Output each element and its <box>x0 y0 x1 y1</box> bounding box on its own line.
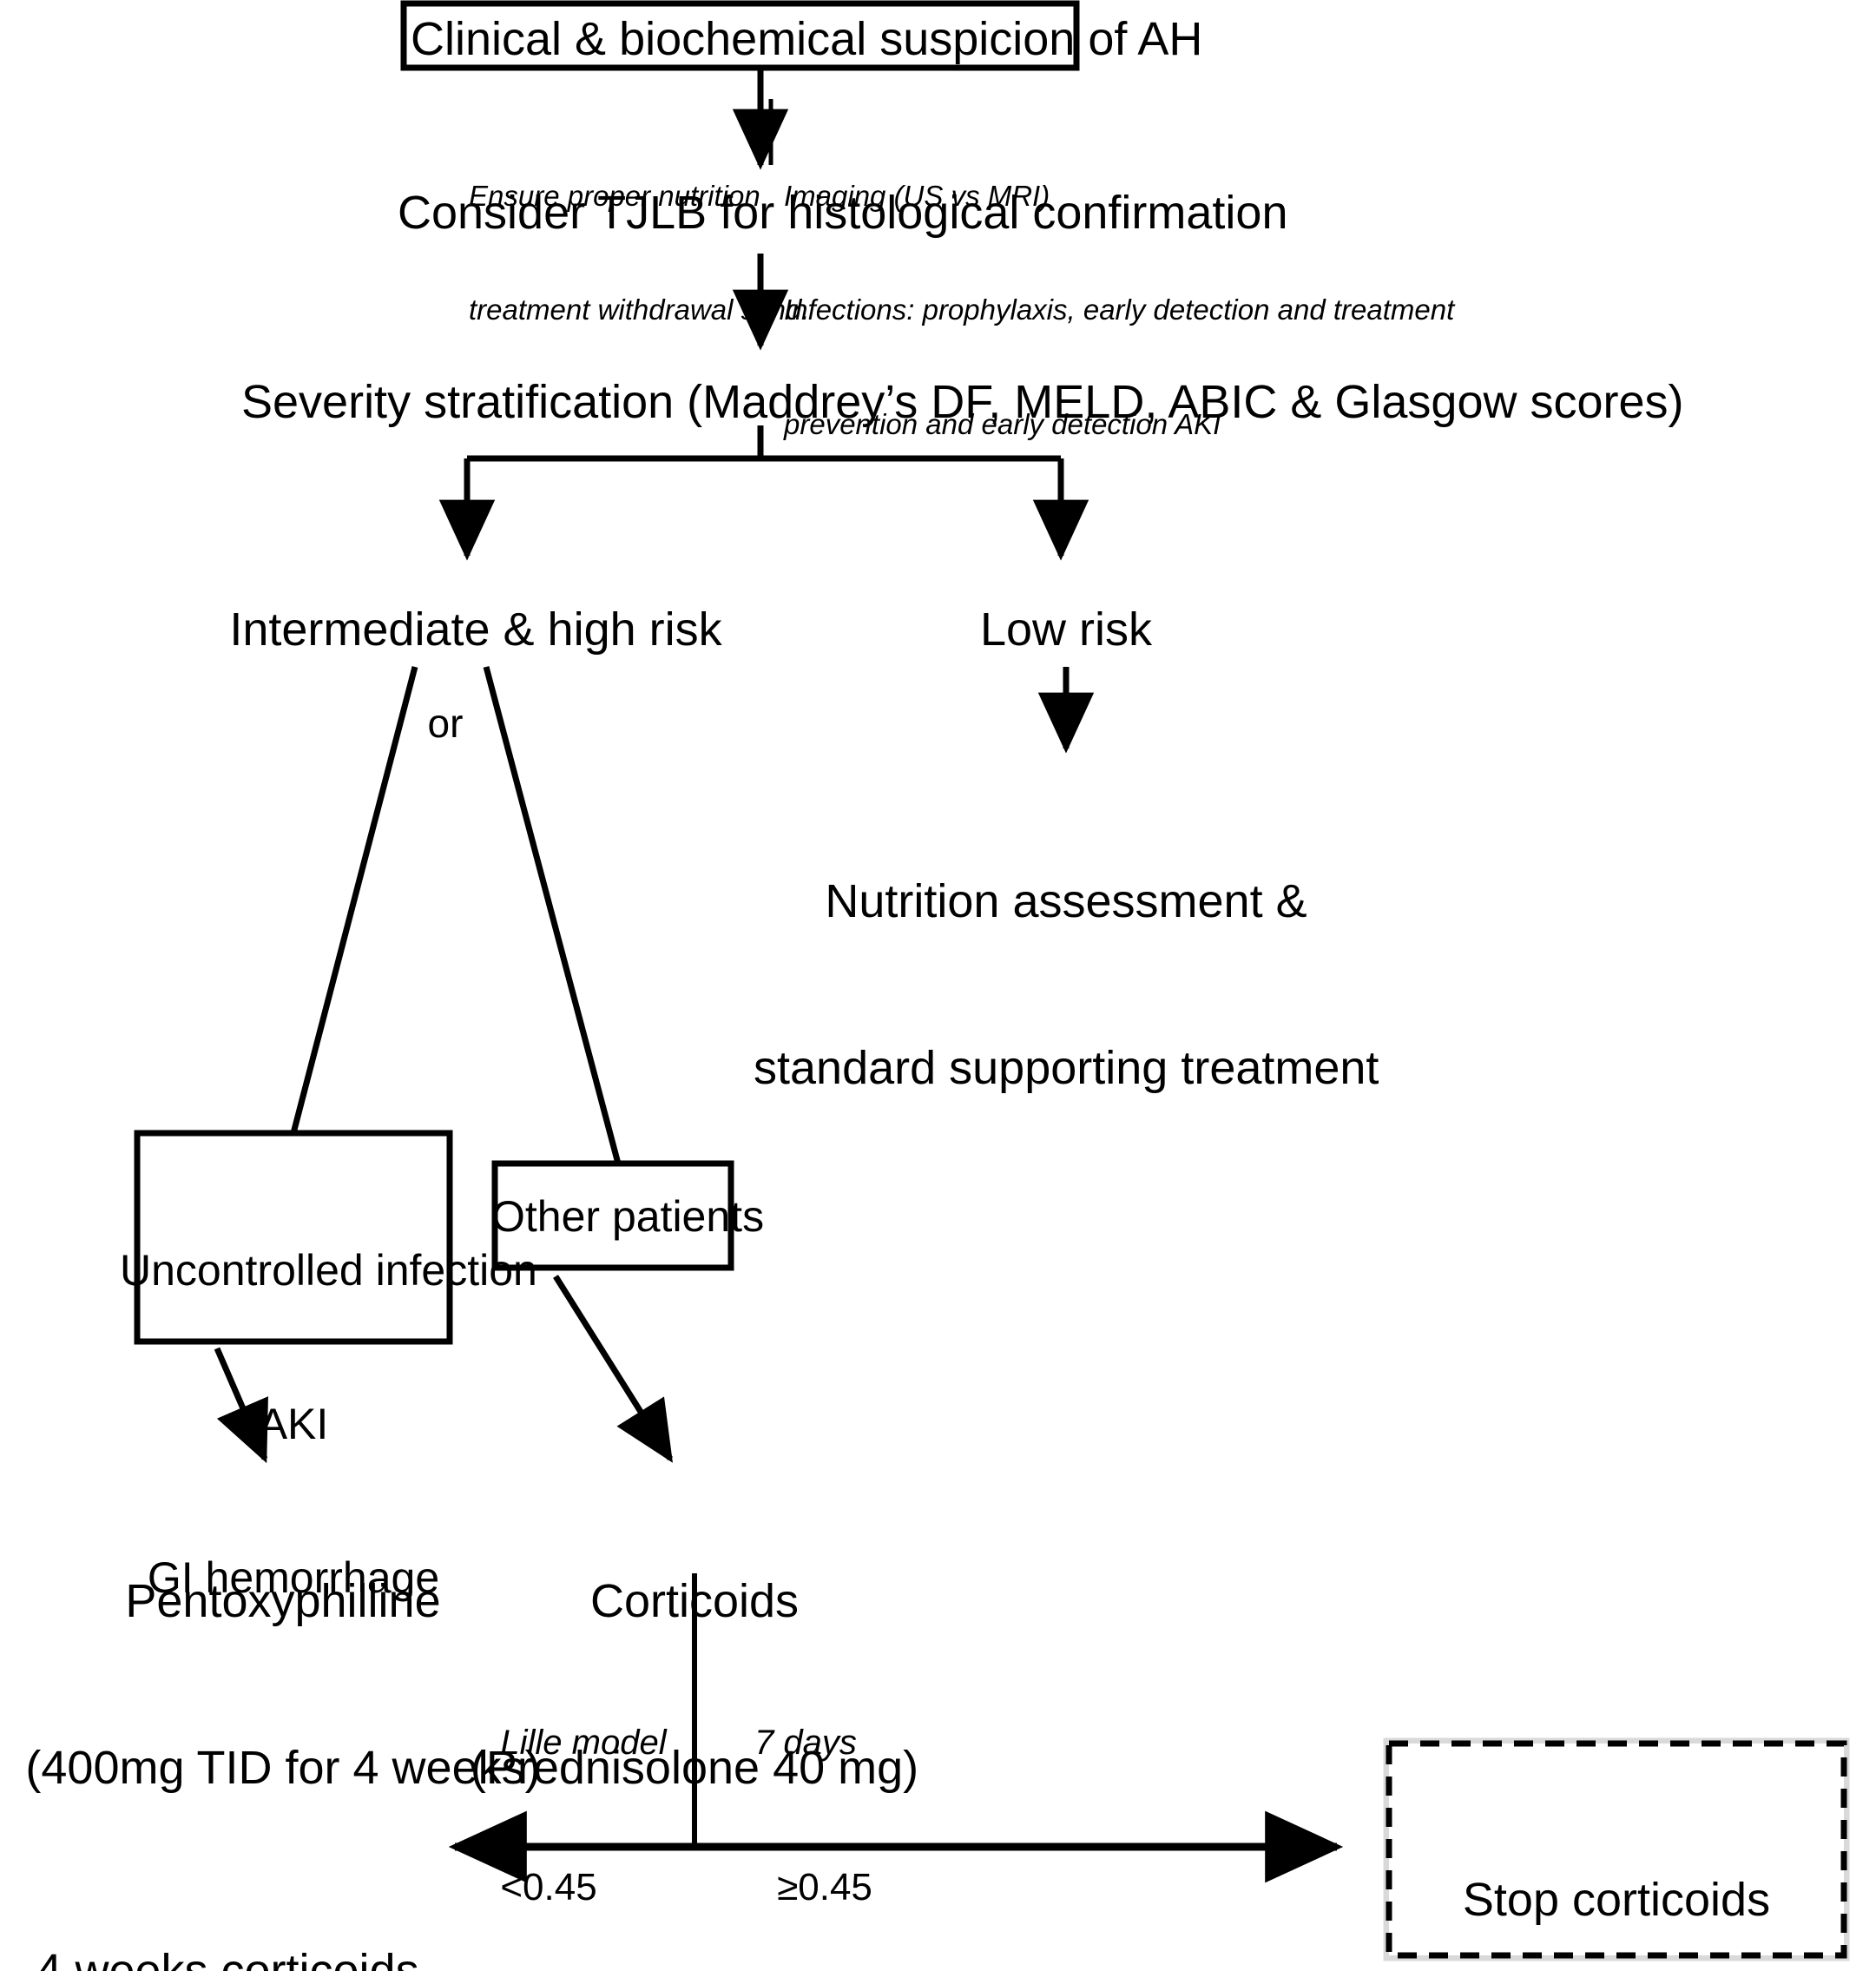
annotation-left-line-1: Ensure proper nutrition <box>469 179 760 212</box>
edge-other-patients-to-corticoids <box>553 1275 673 1463</box>
nutrition-line-2: standard supporting treatment <box>754 1041 1379 1094</box>
corticoids-label: Corticoids (Prednisolone 40 mg) <box>434 1464 955 1907</box>
pentoxyphilline-line-1: Pentoxyphilline <box>125 1575 441 1628</box>
continue-corticoids-label: 4 weeks corticoids followed by a 2 week … <box>0 1834 488 1971</box>
stop-corticoids-label: Stop corticoids clinical trials OLT? <box>1408 1763 1825 1971</box>
or-connector-label: or <box>427 701 464 746</box>
other-patients-label: Other patients <box>491 1192 765 1241</box>
nutrition-line-1: Nutrition assessment & <box>825 875 1307 928</box>
high-risk-label: Intermediate & high risk <box>229 603 722 656</box>
contraindications-label: Uncontrolled infection AKI GI hemorrhage <box>120 1143 537 1706</box>
stratification-label: Severity stratification (Maddrey’s DF, M… <box>241 376 1684 428</box>
contraindications-line-1: Uncontrolled infection <box>120 1246 537 1295</box>
start-box-outline <box>400 0 1080 71</box>
continue-corticoids-line-1: 4 weeks corticoids <box>0 1944 488 1971</box>
biopsy-label: Consider TJLB for histological confirmat… <box>398 187 1288 239</box>
lille-left-value: <0.45 <box>500 1866 597 1908</box>
nutrition-label: Nutrition assessment & standard supporti… <box>754 764 1379 1207</box>
annotation-left: Ensure proper nutrition treatment withdr… <box>469 101 810 405</box>
start-box-label: Clinical & biochemical suspicion of AH <box>411 13 1203 65</box>
annotation-right-line-1: Imaging (US vs MRI) <box>784 179 1050 212</box>
corticoids-line-1: Corticoids <box>589 1575 800 1628</box>
annotation-right-line-2: Infections: prophylaxis, early detection… <box>784 293 1455 326</box>
contraindications-line-3: GI hemorrhage <box>147 1553 440 1602</box>
stop-corticoids-box-outline <box>1386 1740 1847 1959</box>
pentoxyphilline-line-2: (400mg TID for 4 weeks) <box>25 1741 541 1794</box>
lille-time-label: 7 days <box>754 1724 857 1762</box>
annotation-right: Imaging (US vs MRI) Infections: prophyla… <box>784 101 1455 520</box>
contraindications-line-2: AKI <box>258 1400 329 1448</box>
pentoxyphilline-label: Pentoxyphilline (400mg TID for 4 weeks) <box>14 1464 552 1907</box>
lille-model-label: Lille model <box>500 1724 667 1762</box>
annotation-left-line-2: treatment withdrawal synd. <box>469 293 810 326</box>
edge-high-risk-right-fork <box>483 666 622 1164</box>
low-risk-label: Low risk <box>979 603 1153 656</box>
lille-right-value: ≥0.45 <box>777 1866 872 1908</box>
annotation-right-line-3: prevention and early detection AKI <box>784 408 1221 440</box>
stop-corticoids-line-1: Stop corticoids <box>1462 1874 1771 1927</box>
edge-high-risk-left-fork <box>290 666 418 1134</box>
contraindications-box-outline <box>134 1130 453 1345</box>
corticoids-line-2: (Prednisolone 40 mg) <box>470 1741 919 1794</box>
edge-contraindications-to-pentoxyphilline <box>214 1347 268 1464</box>
other-patients-box-outline <box>491 1160 734 1271</box>
